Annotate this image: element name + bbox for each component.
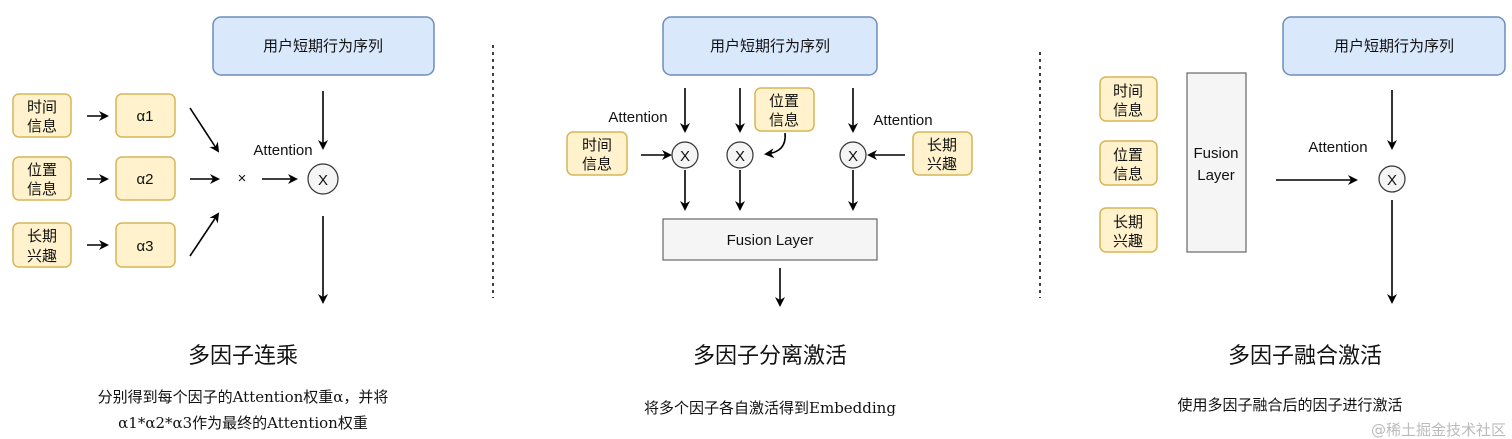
alpha-label: α2 xyxy=(136,171,153,188)
alpha-2: α2 xyxy=(115,156,176,201)
alpha-1: α1 xyxy=(115,93,176,138)
panel-title: 多因子分离激活 xyxy=(693,344,847,369)
multiply-op-icon: X xyxy=(839,141,867,169)
op-symbol: X xyxy=(848,148,858,165)
op-symbol: X xyxy=(1387,172,1397,189)
multiply-op-icon: X xyxy=(726,141,754,169)
factor-label: 信息 xyxy=(1113,166,1143,183)
watermark: @稀土掘金技术社区 xyxy=(1371,421,1506,439)
panel-desc: 使用多因子融合后的因子进行激活 xyxy=(1177,396,1402,414)
alpha-label: α3 xyxy=(136,238,153,255)
attention-label: Attention xyxy=(1308,139,1367,156)
multiply-op-icon: X xyxy=(671,141,699,169)
factor-label: 时间 xyxy=(582,137,612,154)
factor-label: 长期 xyxy=(1113,214,1143,231)
panel-title: 多因子融合激活 xyxy=(1228,344,1382,369)
panel-separate-activation: 用户短期行为序列 位置 信息 时间 信息 长期 兴趣 Attention Att… xyxy=(566,16,973,417)
arrows xyxy=(1276,90,1397,304)
factor-time: 时间 信息 xyxy=(566,131,628,176)
op-symbol: X xyxy=(318,172,328,189)
factor-label: 信息 xyxy=(582,156,612,173)
alpha-label: α1 xyxy=(136,108,153,125)
factor-label: 位置 xyxy=(27,162,57,179)
multiply-symbol: × xyxy=(238,170,247,187)
factor-position: 位置 信息 xyxy=(754,87,815,132)
panel-desc: 分别得到每个因子的Attention权重α，并将 xyxy=(98,388,389,406)
sequence-label: 用户短期行为序列 xyxy=(263,38,383,55)
panel-title: 多因子连乘 xyxy=(188,344,298,369)
sequence-box xyxy=(1282,16,1506,76)
factor-label: 兴趣 xyxy=(27,248,57,265)
fusion-layer-box xyxy=(662,218,878,261)
attention-label: Attention xyxy=(253,142,312,159)
fusion-layer-box xyxy=(1186,72,1247,253)
factor-time: 时间 信息 xyxy=(12,93,72,138)
factor-long-term-interest: 长期 兴趣 xyxy=(912,131,973,176)
panel-desc: α1*α2*α3作为最终的Attention权重 xyxy=(118,414,368,432)
arrows xyxy=(641,88,905,307)
attention-label: Attention xyxy=(873,112,932,129)
factor-label: 位置 xyxy=(1113,147,1143,164)
sequence-box xyxy=(212,16,435,76)
sequence-label: 用户短期行为序列 xyxy=(1334,38,1454,55)
multiply-op-icon xyxy=(307,163,339,195)
fusion-layer-label: Layer xyxy=(1197,167,1235,184)
factor-position: 位置 信息 xyxy=(12,156,72,201)
factor-long-term-interest: 长期 兴趣 xyxy=(1099,207,1158,253)
factor-time: 时间 信息 xyxy=(1099,76,1158,122)
panel-multi-factor-product: 用户短期行为序列 时间 信息 位置 信息 长期 兴趣 α1 α2 α3 xyxy=(12,16,435,432)
factor-long-term-interest: 长期 兴趣 xyxy=(12,222,72,268)
factor-label: 信息 xyxy=(1113,102,1143,119)
sequence-box xyxy=(662,16,878,76)
panel-desc: 将多个因子各自激活得到Embedding xyxy=(644,399,896,417)
factor-label: 信息 xyxy=(27,118,57,135)
factor-label: 信息 xyxy=(27,181,57,198)
factor-label: 长期 xyxy=(27,228,57,245)
factor-label: 长期 xyxy=(927,137,957,154)
fusion-layer-label: Fusion xyxy=(1193,145,1238,162)
arrows xyxy=(87,91,328,304)
factor-label: 信息 xyxy=(769,112,799,129)
op-symbol: X xyxy=(680,148,690,165)
factor-label: 位置 xyxy=(769,93,799,110)
factor-label: 时间 xyxy=(27,99,57,116)
multiply-op-icon xyxy=(1378,165,1406,193)
fusion-layer-label: Fusion Layer xyxy=(727,232,814,249)
factor-label: 兴趣 xyxy=(1113,233,1143,250)
factor-label: 兴趣 xyxy=(927,156,957,173)
alpha-3: α3 xyxy=(115,222,176,268)
factor-position: 位置 信息 xyxy=(1099,140,1158,186)
factor-label: 时间 xyxy=(1113,83,1143,100)
sequence-label: 用户短期行为序列 xyxy=(710,38,830,55)
attention-label: Attention xyxy=(608,109,667,126)
op-symbol: X xyxy=(735,148,745,165)
panel-fusion-activation: 时间 信息 位置 信息 长期 兴趣 Fusion Layer 用户短期行为序列 … xyxy=(1099,16,1506,439)
